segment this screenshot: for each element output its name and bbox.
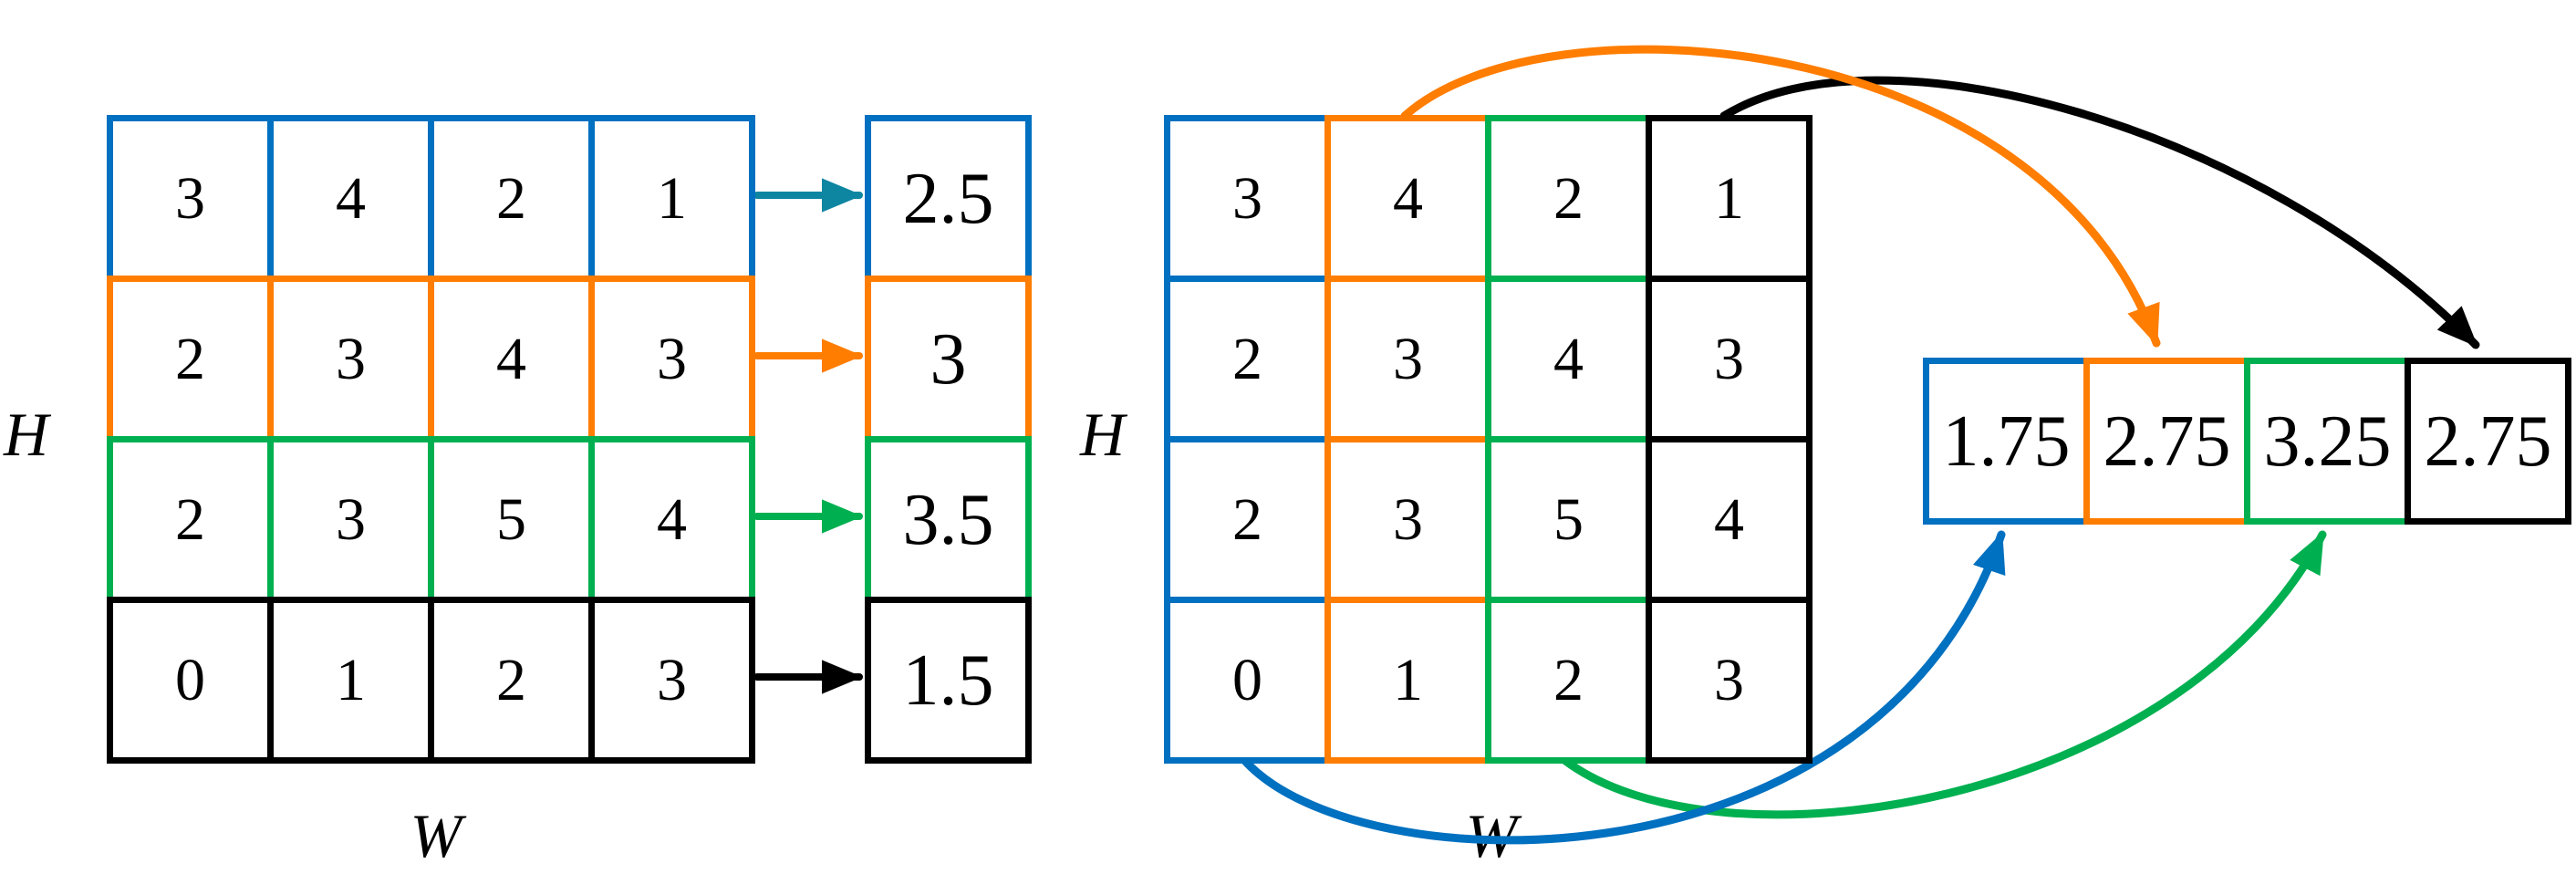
left-result-cell-1: 2.5 (865, 115, 1032, 282)
right-grid-cell-r3c3: 5 (1485, 436, 1652, 603)
left-w-label: W (410, 801, 462, 870)
right-grid-cell-r4c2: 1 (1324, 597, 1491, 764)
left-grid-cell-r2c4: 3 (588, 276, 755, 442)
right-grid-cell-r4c1: 0 (1164, 597, 1331, 764)
left-grid-cell-r4c2: 1 (267, 597, 434, 764)
right-result-cell-2: 2.75 (2083, 358, 2250, 525)
right-col-arc-black (1719, 76, 2480, 349)
right-result-cell-3: 3.25 (2244, 358, 2411, 525)
row-pooling-arrows (753, 178, 863, 694)
right-grid-cell-r2c2: 3 (1324, 276, 1491, 442)
right-grid-cell-r2c1: 2 (1164, 276, 1331, 442)
left-grid-cell-r1c4: 1 (588, 115, 755, 282)
right-grid-cell-r3c1: 2 (1164, 436, 1331, 603)
left-grid-cell-r3c4: 4 (588, 436, 755, 603)
left-grid-cell-r4c3: 2 (428, 597, 595, 764)
left-grid-cell-r1c1: 3 (107, 115, 274, 282)
right-grid-cell-r4c4: 3 (1646, 597, 1813, 764)
right-grid-cell-r2c3: 4 (1485, 276, 1652, 442)
left-grid-cell-r3c3: 5 (428, 436, 595, 603)
left-result-cell-3: 3.5 (865, 436, 1032, 603)
left-result-cell-2: 3 (865, 276, 1032, 442)
left-grid-cell-r3c2: 3 (267, 436, 434, 603)
left-grid-cell-r4c4: 3 (588, 597, 755, 764)
right-grid-cell-r1c4: 1 (1646, 115, 1813, 282)
left-h-label: H (4, 400, 49, 469)
right-grid-cell-r3c2: 3 (1324, 436, 1491, 603)
right-grid-cell-r4c3: 2 (1485, 597, 1652, 764)
right-grid-cell-r1c2: 4 (1324, 115, 1491, 282)
left-grid-cell-r1c2: 4 (267, 115, 434, 282)
right-result-cell-1: 1.75 (1923, 358, 2090, 525)
right-grid-cell-r2c4: 3 (1646, 276, 1813, 442)
right-grid-cell-r1c3: 2 (1485, 115, 1652, 282)
right-result-cell-4: 2.75 (2405, 358, 2571, 525)
left-grid-cell-r2c3: 4 (428, 276, 595, 442)
left-grid-cell-r1c3: 2 (428, 115, 595, 282)
right-grid-cell-r1c1: 3 (1164, 115, 1331, 282)
left-grid-cell-r4c1: 0 (107, 597, 274, 764)
right-w-label: W (1465, 801, 1518, 870)
right-h-label: H (1080, 400, 1126, 469)
left-grid-cell-r2c1: 2 (107, 276, 274, 442)
left-grid-cell-r2c2: 3 (267, 276, 434, 442)
right-grid-cell-r3c4: 4 (1646, 436, 1813, 603)
left-result-cell-4: 1.5 (865, 597, 1032, 764)
left-grid-cell-r3c1: 2 (107, 436, 274, 603)
